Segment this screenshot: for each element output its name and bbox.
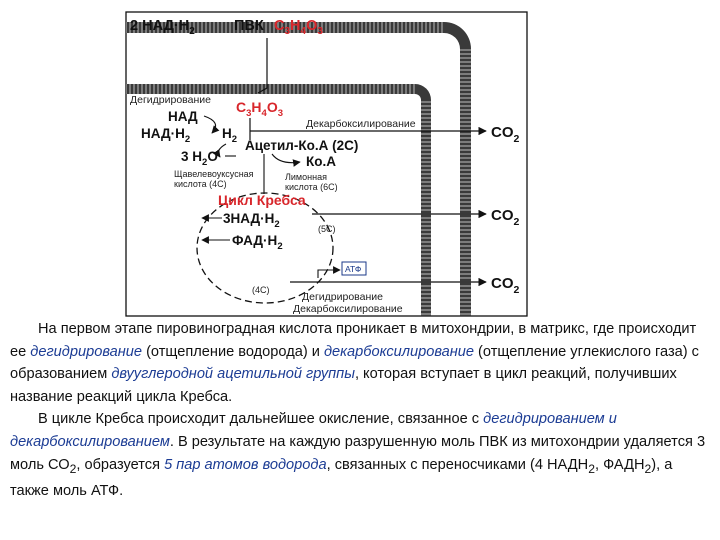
nad-curve-arrow (203, 115, 220, 134)
term-acetyl-group: двууглеродной ацетильной группы (111, 366, 355, 383)
co2-label-3: CO2 (491, 275, 520, 296)
dehydrogenation-label: Дегидрирование (130, 94, 211, 106)
coa-release-arrow (271, 153, 301, 167)
atp-arrow (317, 266, 341, 278)
fadh2-label: ФАД·Н2 (232, 233, 283, 252)
co2-label-1: CO2 (491, 124, 520, 145)
water-label: 3 Н2О (181, 149, 218, 168)
dehydrogenation-label-2: Дегидрирование (302, 291, 383, 303)
mitochondrion-diagram: 2 НАД·Н2 ПВК C3H4O3 Дегидрирование НАД Н… (125, 11, 528, 317)
top-pvk-label: ПВК (234, 18, 264, 34)
atp-label: АТФ (345, 264, 361, 274)
nad-label: НАД (168, 109, 198, 124)
top-nadh-label: 2 НАД·Н2 (130, 18, 195, 37)
decarboxylation-label-2: Декарбоксилирование (293, 303, 403, 315)
paragraph-1: На первом этапе пировиноградная кислота … (10, 321, 699, 405)
atp-box (341, 261, 367, 276)
outer-membrane (126, 22, 471, 316)
h2-label: Н2 (222, 126, 237, 145)
explanation-text: На первом этапе пировиноградная кислота … (10, 318, 710, 503)
top-pvk-formula: C3H4O3 (274, 18, 323, 37)
c4-label: (4С) (252, 285, 270, 295)
inner-membrane (126, 84, 431, 316)
nadh2-label: НАД·Н2 (141, 126, 190, 145)
pvk-entry-arrow (257, 38, 268, 94)
paragraph-2: В цикле Кребса происходит дальнейшее оки… (10, 411, 706, 500)
krebs-cycle-circle (196, 192, 334, 304)
term-hydrogen-pairs: 5 пар атомов водорода (164, 456, 327, 473)
co2-label-2: CO2 (491, 207, 520, 228)
term-dehydrogenation-decarboxylation: дегидрированием и декарбоксилированием (10, 411, 617, 450)
term-dehydrogenation: дегидрирование (30, 343, 143, 360)
h2-to-water-arrow (212, 143, 227, 158)
term-decarboxylation: декарбоксилирование (323, 343, 474, 360)
c5-label: (5С) (318, 224, 336, 234)
acetyl-coa-label: Ацетил-Ко.А (2С) (245, 138, 358, 153)
coa-label: Ко.А (306, 154, 336, 169)
inner-pvk-formula: C3H4O3 (236, 99, 283, 119)
krebs-cycle-label: Цикл Кребса (218, 192, 306, 208)
decarboxylation-label: Декарбоксилирование (306, 118, 416, 130)
nadh3-label: 3НАД·Н2 (223, 211, 280, 230)
